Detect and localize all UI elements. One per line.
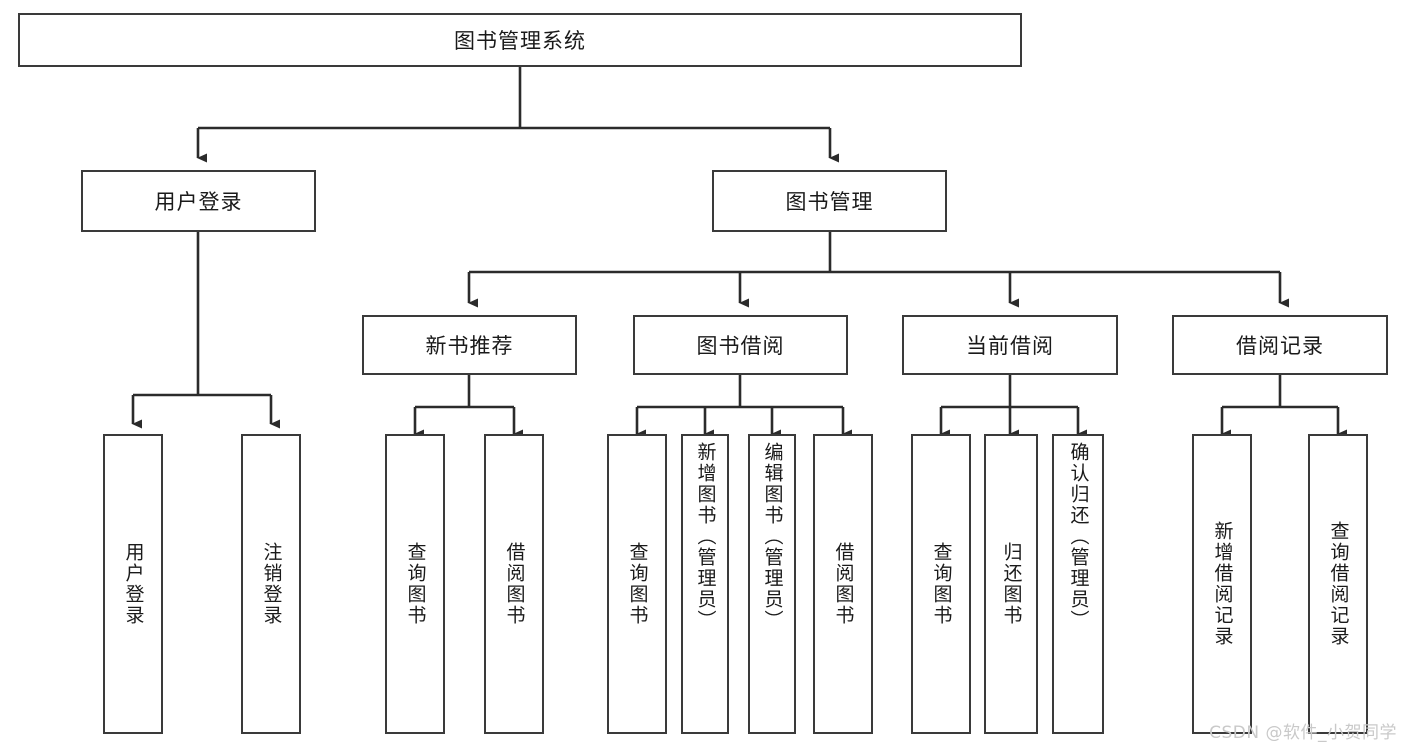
leaf-borrow-book-recommend[interactable]: 借阅图书 xyxy=(484,434,544,734)
leaf-return-book[interactable]: 归还图书 xyxy=(984,434,1038,734)
node-label: 查询图书 xyxy=(404,542,427,626)
node-label: 图书管理 xyxy=(785,190,874,214)
node-label: 新书推荐 xyxy=(425,334,514,358)
current-borrow-leaf-connectors xyxy=(939,375,1087,439)
node-label: 用户登录 xyxy=(122,542,145,626)
node-label: 新增图书（管理员） xyxy=(694,442,717,631)
borrow-record-leaf-connectors xyxy=(1220,375,1347,439)
node-label: 新增借阅记录 xyxy=(1211,521,1234,647)
book-manage-to-level2-connectors xyxy=(467,232,1289,308)
leaf-borrow-book[interactable]: 借阅图书 xyxy=(813,434,873,734)
leaf-logout[interactable]: 注销登录 xyxy=(241,434,301,734)
node-label: 查询图书 xyxy=(930,542,953,626)
leaf-query-book-borrow[interactable]: 查询图书 xyxy=(607,434,667,734)
node-label: 归还图书 xyxy=(1000,542,1023,626)
leaf-query-book-current[interactable]: 查询图书 xyxy=(911,434,971,734)
node-current-borrow[interactable]: 当前借阅 xyxy=(902,315,1118,375)
root-to-level1-connectors xyxy=(196,67,839,163)
leaf-confirm-return-admin[interactable]: 确认归还（管理员） xyxy=(1052,434,1104,734)
node-root-book-management-system[interactable]: 图书管理系统 xyxy=(18,13,1022,67)
node-label: 查询借阅记录 xyxy=(1327,521,1350,647)
node-label: 借阅图书 xyxy=(832,542,855,626)
leaf-add-borrow-record[interactable]: 新增借阅记录 xyxy=(1192,434,1252,734)
leaf-edit-book-admin[interactable]: 编辑图书（管理员） xyxy=(748,434,796,734)
node-label: 图书借阅 xyxy=(696,334,785,358)
node-label: 借阅图书 xyxy=(503,542,526,626)
new-book-leaf-connectors xyxy=(413,375,523,439)
node-label: 当前借阅 xyxy=(966,334,1054,358)
leaf-query-book-recommend[interactable]: 查询图书 xyxy=(385,434,445,734)
node-label: 图书管理系统 xyxy=(454,29,586,53)
node-borrow-record[interactable]: 借阅记录 xyxy=(1172,315,1388,375)
node-label: 编辑图书（管理员） xyxy=(761,442,784,631)
user-login-leaf-connectors xyxy=(131,232,280,429)
node-label: 借阅记录 xyxy=(1236,334,1324,358)
node-new-book-recommend[interactable]: 新书推荐 xyxy=(362,315,577,375)
node-label: 查询图书 xyxy=(626,542,649,626)
leaf-user-login[interactable]: 用户登录 xyxy=(103,434,163,734)
node-label: 注销登录 xyxy=(260,542,283,626)
node-user-login[interactable]: 用户登录 xyxy=(81,170,316,232)
node-book-management[interactable]: 图书管理 xyxy=(712,170,947,232)
node-label: 确认归还（管理员） xyxy=(1067,442,1090,631)
node-label: 用户登录 xyxy=(154,190,243,214)
leaf-add-book-admin[interactable]: 新增图书（管理员） xyxy=(681,434,729,734)
book-borrow-leaf-connectors xyxy=(635,375,852,439)
node-book-borrow[interactable]: 图书借阅 xyxy=(633,315,848,375)
leaf-query-borrow-record[interactable]: 查询借阅记录 xyxy=(1308,434,1368,734)
